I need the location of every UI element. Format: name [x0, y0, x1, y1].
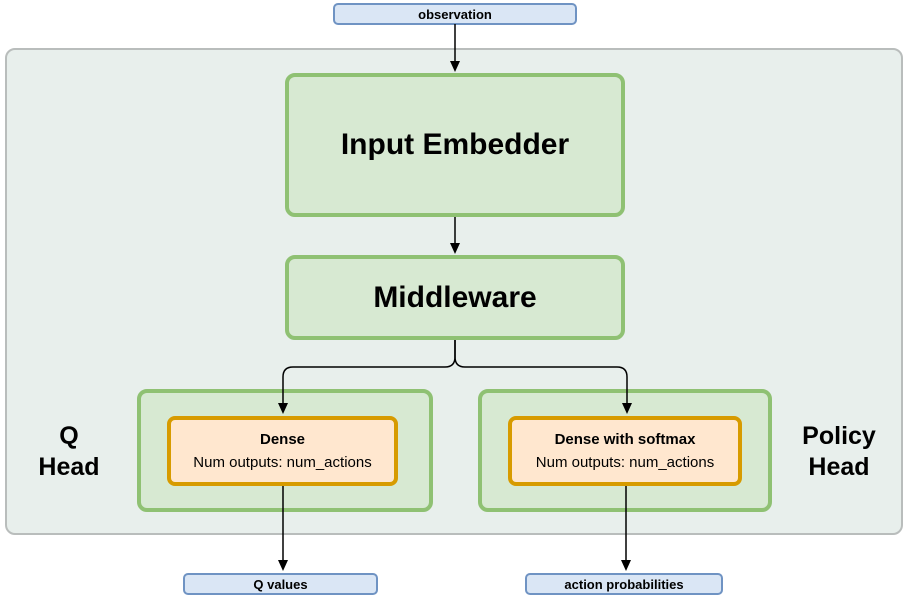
observation-label: observation [418, 6, 492, 22]
q-dense-node: Dense Num outputs: num_actions [167, 416, 398, 486]
q-dense-title: Dense [259, 431, 306, 448]
input-embedder-node: Input Embedder [285, 73, 625, 217]
policy-head-label-line1: Policy [802, 422, 876, 450]
q-dense-subtitle: Num outputs: num_actions [193, 454, 372, 471]
observation-node: observation [333, 3, 577, 25]
arrowhead-policy-dense-to-action-probabilities [621, 560, 631, 571]
policy-dense-node: Dense with softmax Num outputs: num_acti… [508, 416, 742, 486]
q-head-label-line1: Q [59, 422, 79, 450]
policy-head-label: Policy Head [785, 421, 893, 483]
q-values-label: Q values [253, 576, 308, 592]
policy-dense-subtitle: Num outputs: num_actions [535, 454, 715, 471]
policy-head-label-line2: Head [808, 453, 870, 481]
q-values-node: Q values [183, 573, 378, 595]
middleware-label: Middleware [373, 280, 537, 314]
policy-dense-title: Dense with softmax [554, 431, 696, 448]
q-head-label: Q Head [17, 421, 121, 483]
q-head-label-line2: Head [38, 453, 100, 481]
arrowhead-q-dense-to-q-values [278, 560, 288, 571]
input-embedder-label: Input Embedder [340, 128, 570, 161]
action-probabilities-node: action probabilities [525, 573, 723, 595]
action-probabilities-label: action probabilities [564, 576, 684, 592]
middleware-node: Middleware [285, 255, 625, 340]
